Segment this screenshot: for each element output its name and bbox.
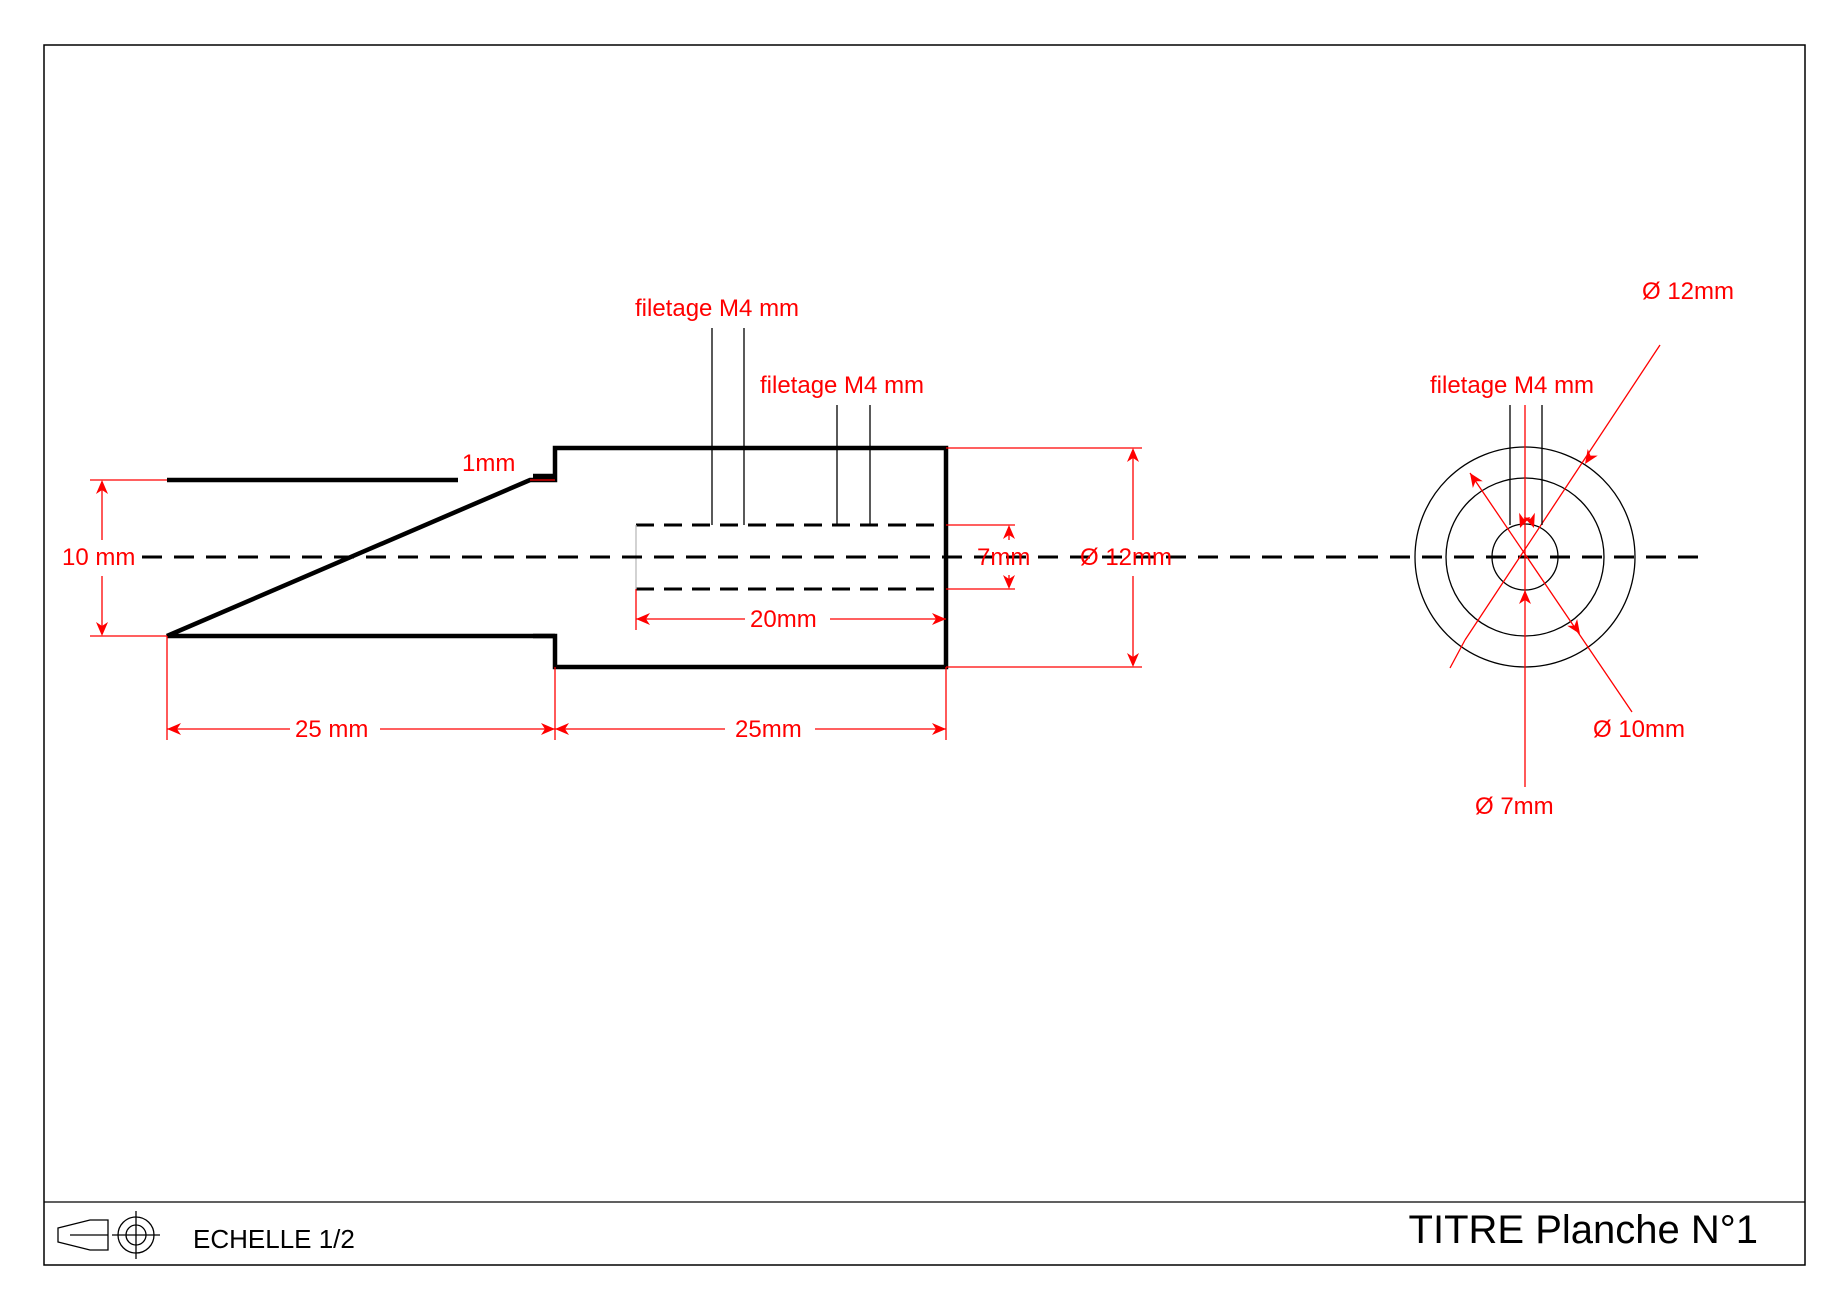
thread-leaders: filetage M4 mm filetage M4 mm xyxy=(635,295,924,525)
dim-left-length: 25 mm xyxy=(295,716,368,743)
scale-label: ECHELLE 1/2 xyxy=(193,1224,355,1254)
part-outline xyxy=(166,445,949,670)
dim-step-height: 1mm xyxy=(462,450,515,477)
end-dim-inner: Ø 7mm xyxy=(1475,793,1554,820)
dim-bore-depth: 20mm xyxy=(750,606,817,633)
drawing-frame xyxy=(43,44,1806,1266)
end-thread-label: filetage M4 mm xyxy=(1430,372,1594,399)
title-block: ECHELLE 1/2 TITRE Planche N°1 xyxy=(44,1201,1805,1259)
first-angle-projection-icon xyxy=(57,1211,160,1259)
thread-label-2: filetage M4 mm xyxy=(760,372,924,399)
front-view-dimensions: 10 mm 1mm 25 mm 25mm 20mm 7mm xyxy=(62,447,1172,743)
end-view: Ø 12mm Ø 10mm Ø 7mm filetage M4 mm xyxy=(1414,278,1734,820)
dim-bore-diameter: 7mm xyxy=(977,544,1030,571)
dim-right-diameter: Ø 12mm xyxy=(1080,544,1172,571)
thread-label-1: filetage M4 mm xyxy=(635,295,799,322)
end-dim-outer: Ø 12mm xyxy=(1642,278,1734,305)
dim-left-diameter: 10 mm xyxy=(62,544,135,571)
dim-right-length: 25mm xyxy=(735,716,802,743)
drawing-title: TITRE Planche N°1 xyxy=(1409,1208,1758,1252)
step-corner xyxy=(533,473,555,639)
end-dim-middle: Ø 10mm xyxy=(1593,716,1685,743)
